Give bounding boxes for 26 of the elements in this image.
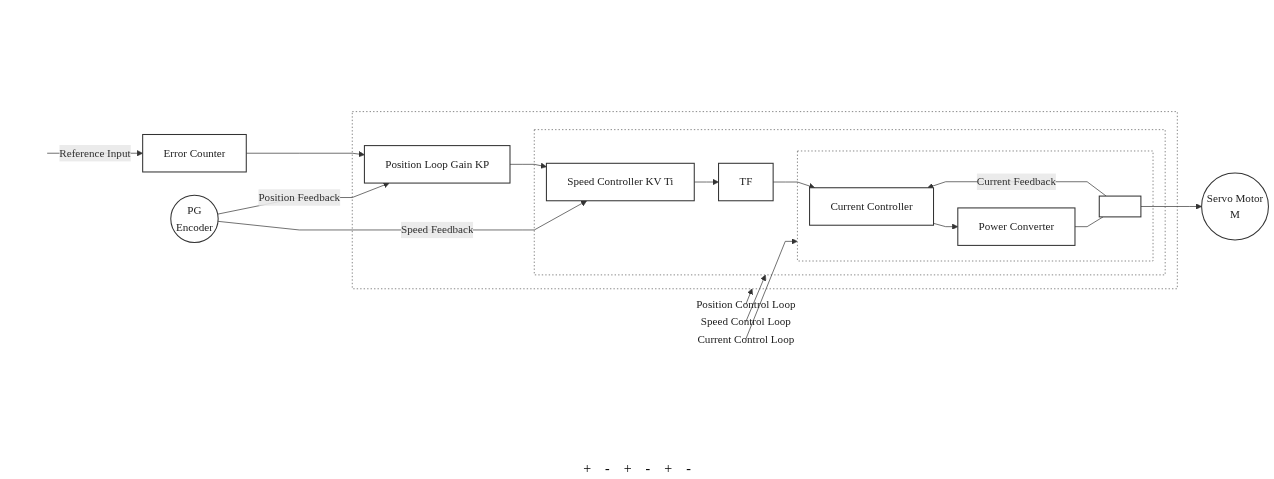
node-box: Position Loop Gain KP: [363, 145, 511, 184]
cluster: [797, 150, 1154, 262]
node-box: Error Counter: [142, 134, 247, 173]
connector: [1074, 216, 1104, 227]
node-circle: PG Encoder: [170, 194, 219, 244]
sign-label: -: [645, 461, 651, 477]
sign-label: -: [686, 461, 691, 477]
cluster: [533, 129, 1166, 276]
edge-label: Position Feedback: [258, 191, 341, 204]
edge-label: Speed Feedback: [400, 223, 474, 236]
edge-label: Current Feedback: [976, 175, 1057, 188]
sign-label: +: [623, 461, 632, 477]
edge-label: Reference Input: [59, 146, 131, 159]
sign-label: +: [664, 461, 673, 477]
sign-label: +: [583, 461, 592, 477]
node-text: Current Control Loop: [697, 332, 795, 345]
node-box: [1098, 195, 1142, 218]
node-box: Speed Controller KV Ti: [545, 162, 695, 202]
sign-label: -: [605, 461, 610, 477]
node-text: Position Control Loop: [696, 298, 796, 310]
cluster: [351, 111, 1178, 290]
node-box: Power Converter: [957, 207, 1076, 246]
node-text: Speed Control Loop: [700, 315, 791, 328]
node-box: Current Controller: [809, 187, 935, 226]
node-box: TF: [718, 162, 774, 202]
node-circle: Servo Motor M: [1201, 172, 1269, 241]
